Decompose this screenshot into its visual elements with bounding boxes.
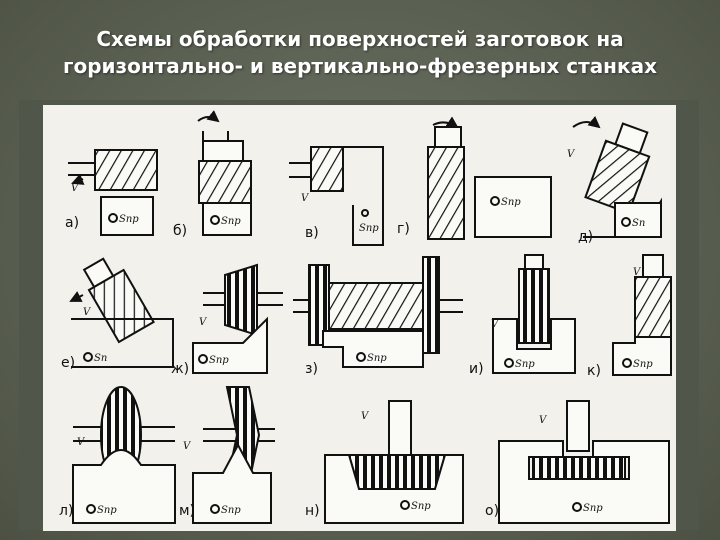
scheme-b — [197, 110, 252, 236]
scheme-e — [69, 257, 174, 368]
label-v: в) — [305, 225, 319, 241]
title-line-2: горизонтально- и вертикально-фрезерных с… — [63, 54, 657, 78]
speed-symbol: V — [199, 317, 208, 328]
scheme-m — [192, 386, 275, 524]
title-line-1: Схемы обработки поверхностей заготовок н… — [96, 27, 624, 51]
speed-symbol: V — [77, 437, 86, 448]
scheme-k — [612, 254, 672, 376]
feed-label: Sп — [94, 353, 107, 364]
speed-symbols: V V V V V V V V V V V — [71, 149, 642, 452]
feed-label: Sпр — [221, 216, 241, 227]
milling-schemes-diagram: V V V V V V V V V V V Sпр Sпр Sпр Sпр Sп… — [59, 110, 672, 524]
speed-symbol: V — [83, 307, 92, 318]
speed-symbol: V — [491, 319, 500, 330]
feed-label: Sпр — [367, 353, 387, 364]
slide-title: Схемы обработки поверхностей заготовок н… — [0, 26, 720, 80]
label-n: н) — [305, 503, 320, 519]
label-i: и) — [469, 361, 484, 377]
speed-symbol: V — [361, 411, 370, 422]
feed-label: Sп — [632, 218, 645, 229]
label-l: л) — [59, 503, 73, 519]
scheme-d — [572, 115, 662, 238]
scheme-n — [324, 400, 464, 524]
label-k: к) — [587, 363, 601, 379]
scheme-g — [427, 116, 552, 240]
feed-label: Sпр — [359, 223, 379, 234]
scheme-o — [498, 400, 670, 524]
label-o: о) — [485, 503, 499, 519]
scheme-z — [293, 256, 463, 368]
scheme-l — [72, 386, 176, 524]
feed-label: Sпр — [411, 501, 431, 512]
speed-symbol: V — [567, 149, 576, 160]
feed-label: Sпр — [221, 505, 241, 516]
feed-label: Sпр — [209, 355, 229, 366]
feed-label: Sпр — [583, 503, 603, 514]
speed-symbol: V — [301, 193, 310, 204]
feed-label: Sпр — [97, 505, 117, 516]
label-zh: ж) — [171, 361, 189, 377]
label-e: е) — [61, 355, 75, 371]
scheme-labels: а) б) в) г) д) е) ж) з) и) к) л) м) н) о… — [59, 215, 601, 519]
scheme-zh — [192, 263, 283, 374]
label-g: г) — [397, 221, 410, 237]
speed-symbol: V — [183, 441, 192, 452]
label-b: б) — [173, 223, 187, 239]
feed-label: Sпр — [515, 359, 535, 370]
label-z: з) — [305, 361, 318, 377]
speed-symbol: V — [71, 183, 80, 194]
scheme-v — [289, 146, 384, 246]
feed-label: Sпр — [633, 359, 653, 370]
feed-label: Sпр — [119, 214, 139, 225]
scheme-a — [68, 149, 158, 236]
speed-symbol: V — [539, 415, 548, 426]
label-d: д) — [578, 229, 593, 245]
speed-symbol: V — [633, 267, 642, 278]
scheme-i — [492, 254, 576, 374]
label-a: а) — [65, 215, 79, 231]
feed-symbols: Sпр Sпр Sпр Sпр Sп Sп Sпр Sпр Sпр Sпр Sп… — [94, 197, 653, 516]
label-m: м) — [179, 503, 195, 519]
feed-label: Sпр — [501, 197, 521, 208]
